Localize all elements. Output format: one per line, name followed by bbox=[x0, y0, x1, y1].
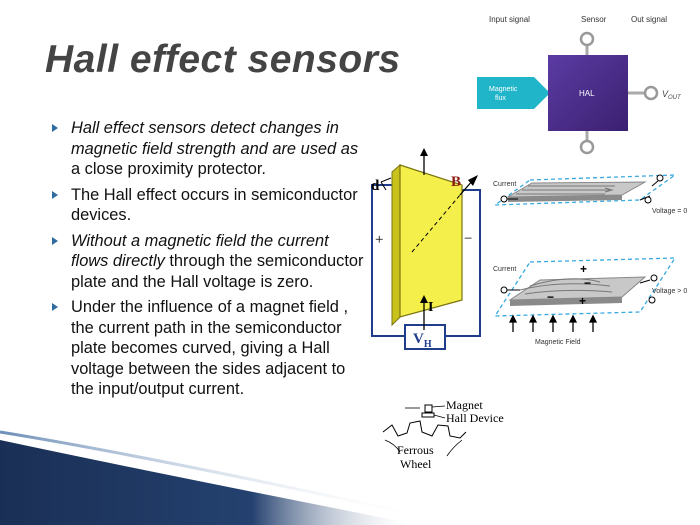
bullet-text: a close proximity protector. bbox=[71, 160, 266, 178]
voltage-positive-label: Voltage > 0 bbox=[652, 288, 687, 295]
plate-minus-bottom: − bbox=[547, 290, 554, 304]
sensor-label: Sensor bbox=[581, 15, 607, 24]
minus-sign: − bbox=[464, 231, 472, 247]
wheel-label: Wheel bbox=[400, 457, 432, 471]
out-signal-label: Out signal bbox=[631, 15, 667, 24]
magnetic-field-arrows-icon bbox=[508, 314, 598, 332]
bullet-text: Under the influence of a magnet field , … bbox=[71, 298, 348, 398]
ferrous-label: Ferrous bbox=[397, 443, 434, 457]
bullet-list: Hall effect sensors detect changes in ma… bbox=[50, 118, 370, 405]
hall-voltage-label: VH bbox=[413, 331, 432, 350]
bullet-item: Without a magnetic field the current flo… bbox=[50, 231, 370, 293]
vout-label: VOUT bbox=[662, 89, 682, 101]
bullet-arrow-icon bbox=[52, 124, 58, 132]
hall-device-label: Hall Device bbox=[446, 411, 504, 425]
plate-plus-top: + bbox=[580, 262, 587, 276]
bullet-arrow-icon bbox=[52, 190, 58, 199]
bullet-item: Under the influence of a magnet field , … bbox=[50, 297, 370, 400]
voltage-zero-label: Voltage = 0 bbox=[652, 208, 687, 215]
plus-sign: + bbox=[375, 232, 383, 248]
bullet-item: Hall effect sensors detect changes in ma… bbox=[50, 118, 370, 180]
slide-title: Hall effect sensors bbox=[45, 38, 401, 81]
magnetic-field-label: Magnetic Field bbox=[535, 339, 581, 346]
current-label-bottom: Current bbox=[493, 266, 516, 273]
input-signal-label: Input signal bbox=[489, 15, 530, 24]
bullet-italic-text: Without a magnetic field the current flo… bbox=[71, 231, 329, 271]
flux-line1: Magnetic bbox=[489, 86, 518, 93]
current-i-label: I bbox=[428, 300, 433, 315]
plate-plus-bottom: + bbox=[579, 294, 586, 308]
bullet-italic-text: Hall effect sensors detect changes in ma… bbox=[71, 119, 359, 158]
bullet-arrow-icon bbox=[52, 236, 58, 245]
hal-label: HAL bbox=[579, 89, 595, 98]
flux-line2: flux bbox=[495, 95, 506, 102]
current-label-top: Current bbox=[493, 181, 516, 188]
plate-minus-top: − bbox=[584, 276, 591, 290]
bullet-item: The Hall effect occurs in semiconductor … bbox=[50, 185, 370, 226]
bullet-text: The Hall effect occurs in semiconductor … bbox=[71, 185, 358, 225]
b-field-label: B bbox=[451, 174, 461, 190]
bullet-text: through the semiconductor plate and the … bbox=[71, 252, 364, 291]
d-label: d bbox=[371, 178, 380, 194]
bullet-arrow-icon bbox=[52, 303, 58, 311]
magnet-label: Magnet bbox=[446, 398, 483, 412]
